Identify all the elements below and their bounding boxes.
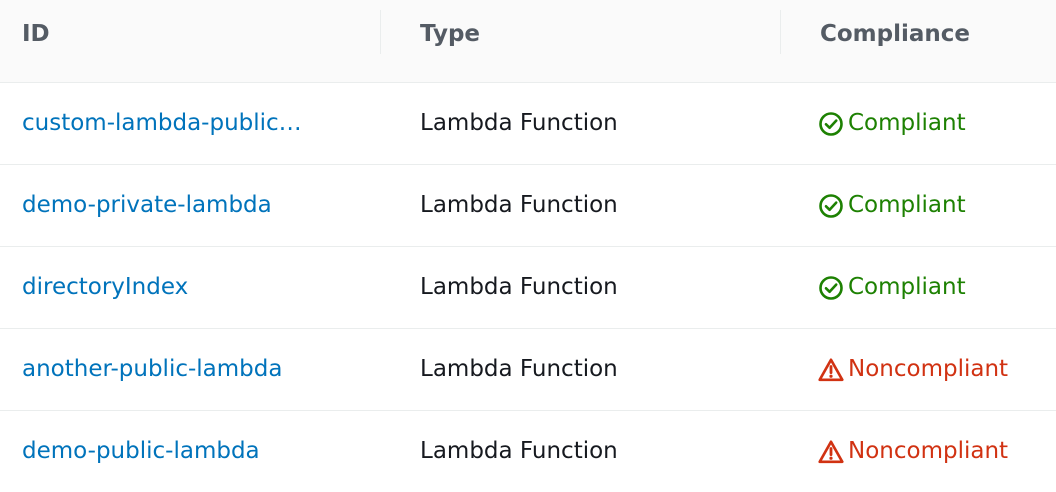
warning-triangle-icon xyxy=(818,357,844,383)
compliance-label: Compliant xyxy=(848,192,966,218)
compliance-status: Compliant xyxy=(818,83,966,164)
compliance-label: Noncompliant xyxy=(848,356,1009,382)
resource-type: Lambda Function xyxy=(420,110,618,136)
column-header-type[interactable]: Type xyxy=(420,21,481,47)
check-circle-icon xyxy=(818,275,844,301)
table-row: another-public-lambda Lambda Function No… xyxy=(0,329,1056,411)
table-row: demo-public-lambda Lambda Function Nonco… xyxy=(0,411,1056,492)
compliance-status: Compliant xyxy=(818,247,966,328)
resource-id-link[interactable]: another-public-lambda xyxy=(22,356,283,382)
resource-type: Lambda Function xyxy=(420,356,618,382)
warning-triangle-icon xyxy=(818,439,844,465)
table-header: ID Type Compliance xyxy=(0,0,1056,83)
table-row: demo-private-lambda Lambda Function Comp… xyxy=(0,165,1056,247)
resource-id-link[interactable]: demo-private-lambda xyxy=(22,192,272,218)
table-row: directoryIndex Lambda Function Compliant xyxy=(0,247,1056,329)
compliance-status: Noncompliant xyxy=(818,411,1008,492)
resource-id-link[interactable]: custom-lambda-public… xyxy=(22,110,302,136)
column-divider[interactable] xyxy=(780,10,781,54)
resource-type: Lambda Function xyxy=(420,274,618,300)
compliance-status: Noncompliant xyxy=(818,329,1008,410)
table-row: custom-lambda-public… Lambda Function Co… xyxy=(0,83,1056,165)
resource-id-link[interactable]: demo-public-lambda xyxy=(22,438,260,464)
column-header-id[interactable]: ID xyxy=(22,21,50,47)
compliance-label: Compliant xyxy=(848,274,966,300)
compliance-status: Compliant xyxy=(818,165,966,246)
check-circle-icon xyxy=(818,111,844,137)
resource-type: Lambda Function xyxy=(420,192,618,218)
compliance-label: Noncompliant xyxy=(848,438,1009,464)
resource-id-link[interactable]: directoryIndex xyxy=(22,274,189,300)
column-divider[interactable] xyxy=(380,10,381,54)
column-header-compliance[interactable]: Compliance xyxy=(820,21,971,47)
compliance-label: Compliant xyxy=(848,110,966,136)
resource-type: Lambda Function xyxy=(420,438,618,464)
check-circle-icon xyxy=(818,193,844,219)
